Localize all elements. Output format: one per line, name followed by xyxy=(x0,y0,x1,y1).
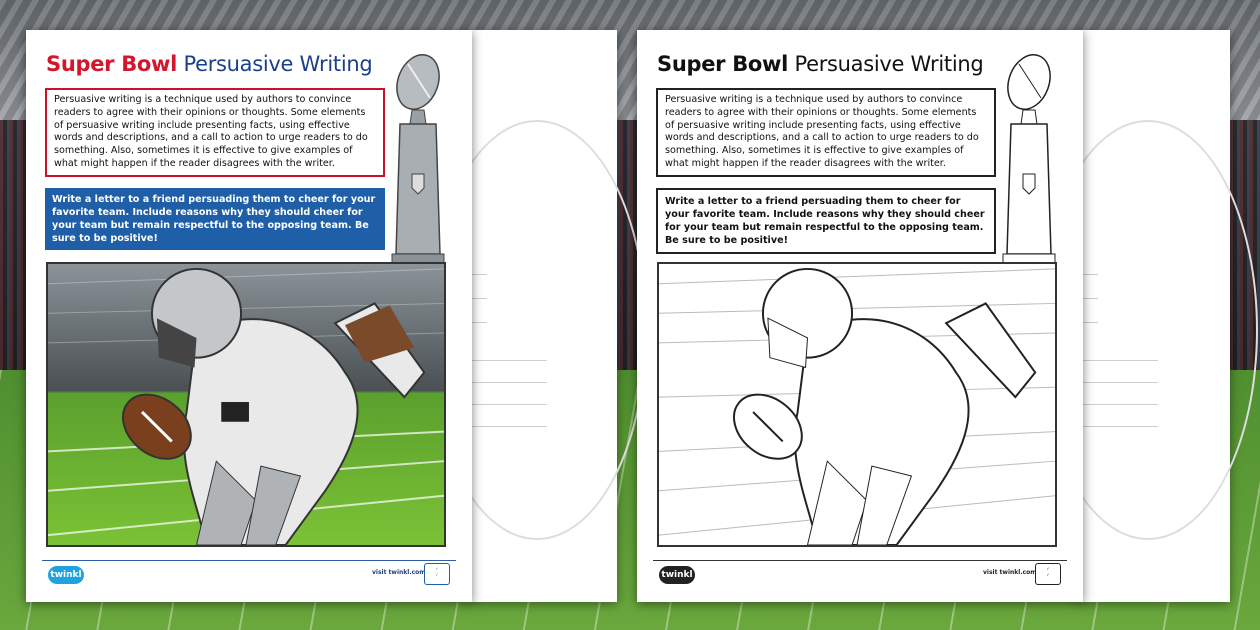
football-player-coloring-illustration xyxy=(657,262,1057,547)
writing-line xyxy=(1078,382,1158,383)
back-page-bw xyxy=(1038,30,1258,602)
worksheet-footer: twinkl visit twinkl.com ✓✓ xyxy=(653,560,1067,585)
worksheet-title: Super Bowl Persuasive Writing xyxy=(657,52,984,76)
footer-rule xyxy=(42,560,456,561)
writing-line xyxy=(1078,426,1158,427)
worksheet-bw: Super Bowl Persuasive Writing Persuasive… xyxy=(637,30,1083,602)
writing-line xyxy=(467,298,487,299)
twinkl-logo: twinkl xyxy=(659,566,695,584)
title-bold: Super Bowl xyxy=(46,52,178,76)
writing-line xyxy=(1078,360,1158,361)
worksheet-title: Super Bowl Persuasive Writing xyxy=(46,52,373,76)
footer-rule xyxy=(653,560,1067,561)
writing-line xyxy=(1078,298,1098,299)
trophy-icon xyxy=(1002,54,1056,281)
worksheet-color: Super Bowl Persuasive Writing Persuasive… xyxy=(26,30,472,602)
visit-url: visit twinkl.com xyxy=(983,569,1037,576)
writing-line xyxy=(467,382,547,383)
task-prompt: Write a letter to a friend persuading th… xyxy=(45,188,385,250)
quality-badge-icon: ✓✓ xyxy=(424,563,450,585)
quality-badge-icon: ✓✓ xyxy=(1035,563,1061,585)
task-prompt: Write a letter to a friend persuading th… xyxy=(656,188,996,254)
twinkl-logo: twinkl xyxy=(48,566,84,584)
intro-paragraph: Persuasive writing is a technique used b… xyxy=(656,88,996,177)
title-regular: Persuasive Writing xyxy=(794,52,984,76)
writing-line xyxy=(467,426,547,427)
trophy-icon xyxy=(391,54,445,281)
writing-line xyxy=(1078,322,1098,323)
writing-line xyxy=(1078,404,1158,405)
writing-line xyxy=(1078,274,1098,275)
football-player-illustration xyxy=(46,262,446,547)
writing-line xyxy=(467,322,487,323)
intro-paragraph: Persuasive writing is a technique used b… xyxy=(45,88,385,177)
writing-line xyxy=(467,404,547,405)
title-regular: Persuasive Writing xyxy=(183,52,373,76)
title-bold: Super Bowl xyxy=(657,52,789,76)
visit-url: visit twinkl.com xyxy=(372,569,426,576)
writing-line xyxy=(467,360,547,361)
back-page-color xyxy=(427,30,647,602)
writing-line xyxy=(467,274,487,275)
worksheet-footer: twinkl visit twinkl.com ✓✓ xyxy=(42,560,456,585)
